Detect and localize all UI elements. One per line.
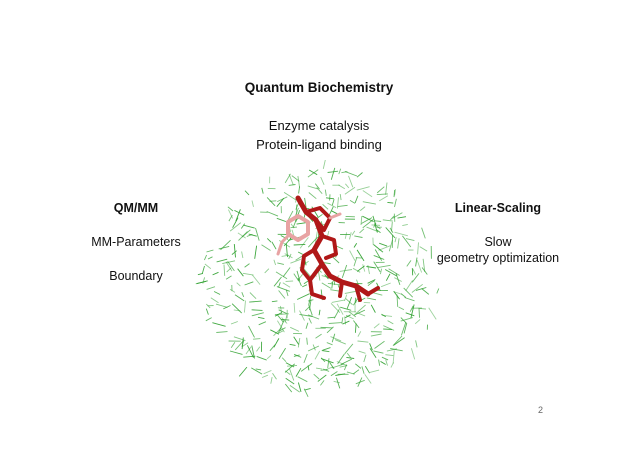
left-column: QM/MM MM-Parameters Boundary bbox=[72, 200, 200, 284]
left-item-boundary: Boundary bbox=[109, 269, 163, 283]
ligand-molecule bbox=[276, 195, 380, 302]
slide-title: Quantum Biochemistry bbox=[244, 80, 394, 95]
protein-structure-image bbox=[195, 160, 440, 397]
protein-backbone-wireframe bbox=[195, 160, 440, 397]
left-heading: QM/MM bbox=[113, 201, 159, 215]
right-item-geometry-optimization: geometry optimization bbox=[436, 251, 560, 265]
center-line-enzyme-catalysis: Enzyme catalysis bbox=[268, 118, 370, 133]
right-item-slow: Slow bbox=[484, 235, 512, 249]
right-column: Linear-Scaling Slow geometry optimizatio… bbox=[424, 200, 572, 266]
left-item-mm-parameters: MM-Parameters bbox=[91, 235, 181, 249]
page-number: 2 bbox=[538, 405, 544, 415]
center-line-protein-ligand-binding: Protein-ligand binding bbox=[256, 137, 382, 152]
right-heading: Linear-Scaling bbox=[454, 201, 542, 215]
